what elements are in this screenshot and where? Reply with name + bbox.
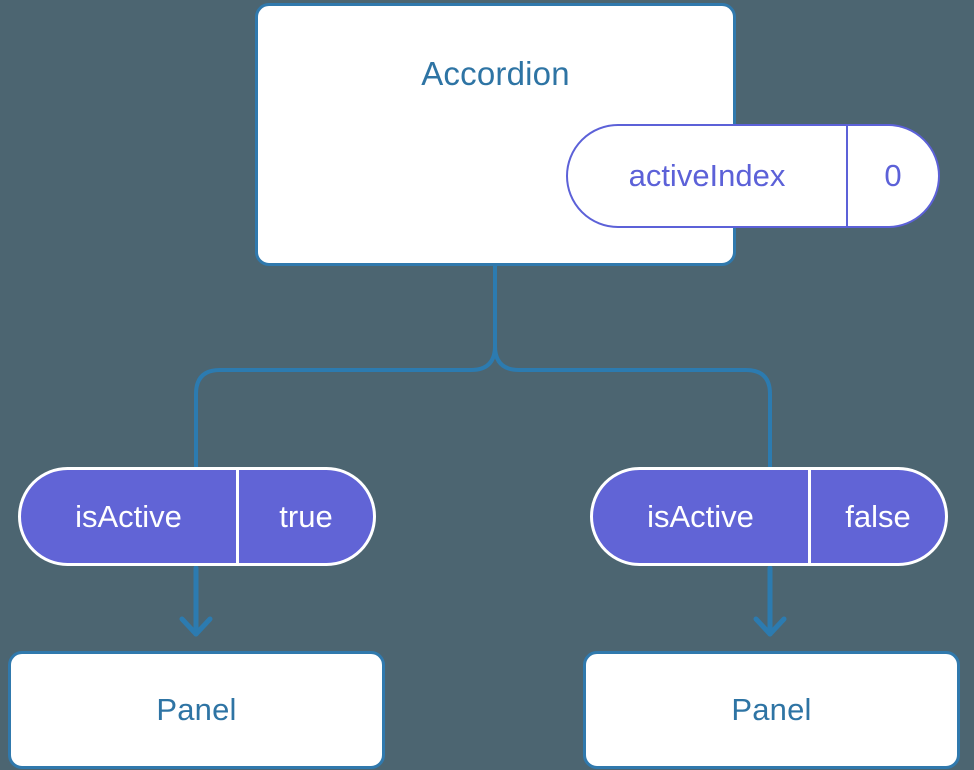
connector-trunk-split bbox=[194, 264, 497, 470]
right-panel-component-box[interactable]: Panel bbox=[583, 651, 960, 769]
accordion-component-box[interactable]: Accordion activeIndex 0 bbox=[255, 3, 940, 266]
right-panel-title: Panel bbox=[731, 692, 812, 727]
right-prop-pill[interactable]: isActive false bbox=[590, 467, 948, 566]
accordion-title: Accordion bbox=[421, 55, 570, 92]
left-prop-pill[interactable]: isActive true bbox=[18, 467, 376, 566]
accordion-state-value: 0 bbox=[846, 126, 938, 226]
connector-trunk-split-right bbox=[493, 344, 772, 470]
left-prop-key: isActive bbox=[75, 498, 182, 534]
arrow-right-head-icon bbox=[753, 616, 787, 637]
accordion-state-pill[interactable]: activeIndex 0 bbox=[566, 124, 940, 228]
accordion-state-key: activeIndex bbox=[628, 158, 786, 193]
right-prop-key: isActive bbox=[647, 498, 754, 534]
left-panel-component-box[interactable]: Panel bbox=[8, 651, 385, 769]
arrow-left-head-icon bbox=[179, 616, 213, 637]
right-prop-value: false bbox=[808, 470, 945, 563]
left-prop-value: true bbox=[236, 470, 373, 563]
left-panel-title: Panel bbox=[156, 692, 237, 727]
